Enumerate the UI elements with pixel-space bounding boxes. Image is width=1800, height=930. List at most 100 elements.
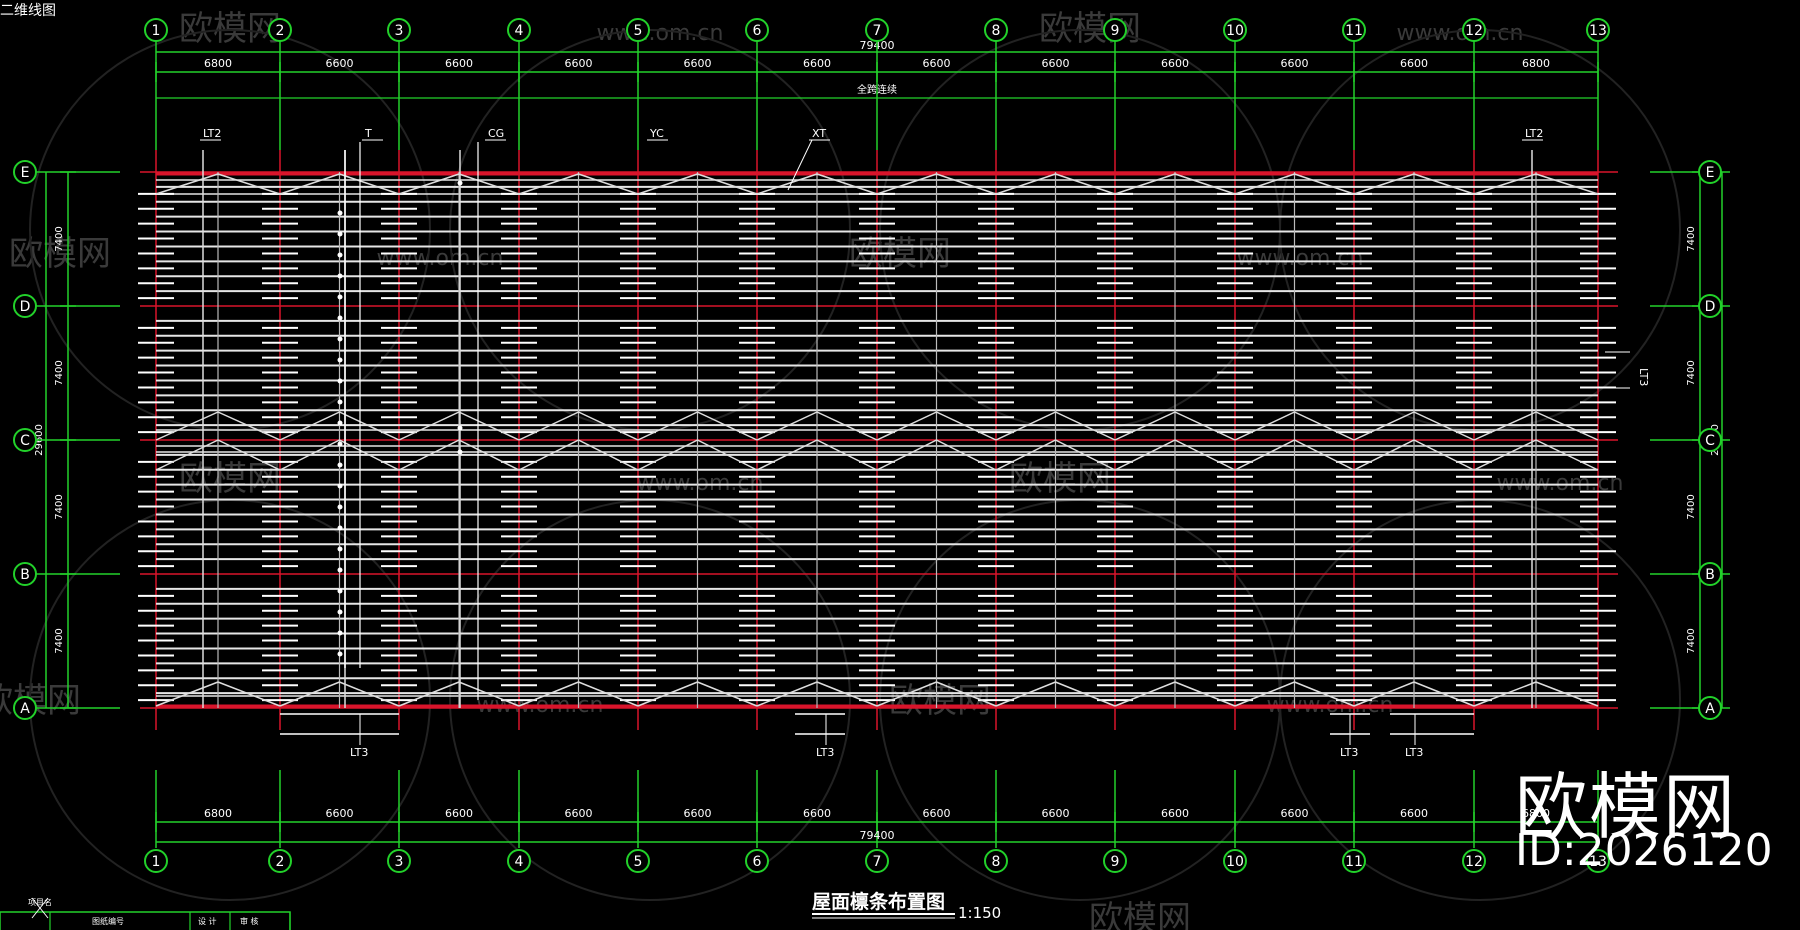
- column-axis-bottom-label: 8: [992, 854, 1001, 870]
- column-axis-bottom-label: 7: [873, 854, 882, 870]
- bracing-diagonal: [816, 439, 878, 471]
- row-axis-left-circle: [13, 562, 37, 586]
- bay-dimension: 6600: [1042, 807, 1070, 820]
- bracing-diagonal: [339, 173, 400, 195]
- column-axis-bottom-label: 6: [753, 854, 762, 870]
- bracing-diagonal: [1174, 173, 1236, 195]
- lt3-tag: LT3: [1405, 746, 1423, 759]
- row-axis-right-label: D: [1705, 299, 1716, 315]
- member-tag: LT2: [203, 127, 221, 140]
- bracing-diagonal: [1114, 173, 1176, 195]
- member-node: [337, 336, 343, 342]
- bracing-diagonal: [1473, 173, 1537, 195]
- drawing-title: 屋面檩条布置图: [812, 890, 945, 913]
- bracing-diagonal: [339, 681, 400, 707]
- column-axis-top-label: 9: [1111, 23, 1120, 39]
- bracing-diagonal: [398, 173, 460, 195]
- bracing-diagonal: [816, 173, 878, 195]
- bracing-diagonal: [697, 439, 758, 471]
- column-axis-top-label: 1: [152, 23, 161, 39]
- member-node: [337, 651, 343, 657]
- watermark-text: 欧模网: [0, 681, 81, 721]
- column-axis-top-circle: [1103, 18, 1127, 42]
- row-axis-right-label: C: [1705, 433, 1715, 449]
- bracing-diagonal: [1234, 411, 1295, 441]
- member-node: [337, 399, 343, 405]
- column-axis-bottom-circle: [1586, 849, 1610, 873]
- column-axis-bottom-label: 4: [515, 854, 524, 870]
- bracing-diagonal: [458, 173, 520, 195]
- bracing-diagonal: [637, 681, 698, 707]
- member-node: [337, 504, 343, 510]
- column-axis-bottom-circle: [865, 849, 889, 873]
- title-block-label: 设 计: [198, 916, 217, 926]
- bracing-diagonal: [1055, 173, 1116, 195]
- row-axis-right-label: E: [1706, 165, 1715, 181]
- bracing-diagonal: [155, 411, 219, 441]
- row-dimension: 7400: [54, 494, 65, 519]
- member-node: [337, 588, 343, 594]
- column-axis-bottom-label: 3: [395, 854, 404, 870]
- watermark-text: www.om.cn: [1397, 21, 1524, 46]
- lt3-tag: LT3: [350, 746, 368, 759]
- watermark-ring: [1279, 29, 1681, 431]
- row-axis-right-circle: [1698, 428, 1722, 452]
- bay-dimension: 6600: [1281, 807, 1309, 820]
- row-axis-right-circle: [1698, 160, 1722, 184]
- column-axis-top-circle: [984, 18, 1008, 42]
- drawing-header-label: 二维线图: [0, 3, 56, 19]
- watermark-text: 欧模网: [1089, 899, 1191, 930]
- column-axis-top-label: 4: [515, 23, 524, 39]
- column-axis-top-label: 12: [1465, 23, 1483, 39]
- total-length-dimension: 79400: [860, 829, 895, 842]
- bracing-diagonal: [518, 411, 579, 441]
- column-axis-bottom-circle: [1462, 849, 1486, 873]
- watermark-text: 欧模网: [1009, 459, 1111, 499]
- column-axis-top-label: 5: [634, 23, 643, 39]
- member-node: [337, 609, 343, 615]
- row-axis-right-circle: [1698, 696, 1722, 720]
- watermark-ring: [29, 29, 431, 431]
- column-axis-top-label: 6: [753, 23, 762, 39]
- bay-dimension: 6600: [445, 57, 473, 70]
- column-axis-top-circle: [1462, 18, 1486, 42]
- bracing-diagonal: [1174, 681, 1236, 707]
- bracing-diagonal: [995, 681, 1056, 707]
- bracing-diagonal: [756, 173, 818, 195]
- bay-dimension: 6800: [1522, 57, 1550, 70]
- member-node: [337, 231, 343, 237]
- column-axis-bottom-label: 12: [1465, 854, 1483, 870]
- bracing-diagonal: [697, 681, 758, 707]
- bracing-diagonal: [1413, 173, 1475, 195]
- column-axis-top-circle: [144, 18, 168, 42]
- bay-dimension: 6600: [326, 807, 354, 820]
- bracing-diagonal: [936, 173, 997, 195]
- row-dimension: 7400: [1686, 226, 1697, 251]
- column-axis-bottom-circle: [387, 849, 411, 873]
- row-axis-left-label: E: [21, 165, 30, 181]
- member-node: [337, 567, 343, 573]
- bracing-diagonal: [936, 439, 997, 471]
- bracing-diagonal: [217, 439, 281, 471]
- lt3-tag: LT3: [816, 746, 834, 759]
- bay-dimension: 6600: [803, 57, 831, 70]
- row-axis-left-circle: [13, 160, 37, 184]
- watermark-ring: [449, 29, 851, 431]
- bay-dimension: 6600: [684, 807, 712, 820]
- bracing-diagonal: [398, 681, 460, 707]
- column-axis-bottom-label: 5: [634, 854, 643, 870]
- member-node: [337, 357, 343, 363]
- title-block-label: 项目名: [28, 897, 52, 907]
- bracing-diagonal: [1353, 411, 1415, 441]
- title-block-cross: [31, 897, 49, 919]
- bracing-diagonal: [756, 411, 818, 441]
- bracing-diagonal: [155, 439, 219, 471]
- bracing-diagonal: [458, 439, 520, 471]
- member-node: [337, 546, 343, 552]
- bracing-diagonal: [995, 173, 1056, 195]
- bracing-diagonal: [816, 411, 878, 441]
- bracing-diagonal: [1413, 681, 1475, 707]
- bracing-diagonal: [1353, 681, 1415, 707]
- bay-dimension: 6800: [204, 57, 232, 70]
